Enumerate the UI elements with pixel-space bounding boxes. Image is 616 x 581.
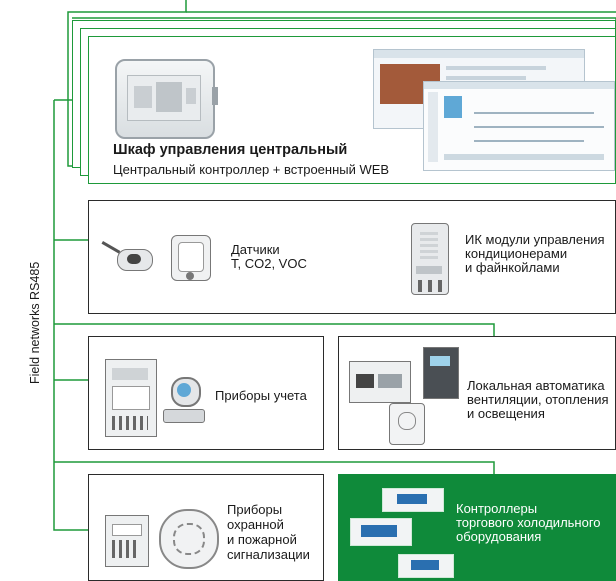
sensors-label-line2: T, CO2, VOC (231, 256, 307, 271)
thermostat-icon (389, 403, 425, 445)
ir-modules-line1: ИК модули управления (465, 232, 605, 247)
water-meter-icon (163, 377, 205, 437)
meters-box: Приборы учета (88, 336, 324, 450)
local-automation-line2: вентиляции, отопления (467, 392, 609, 407)
controller-icon-bottom (398, 554, 454, 578)
security-line2: охранной (227, 517, 284, 532)
smoke-detector-icon (159, 509, 219, 569)
central-subtitle: Центральный контроллер + встроенный WEB (113, 162, 390, 177)
network-label: Field networks RS485 (28, 261, 42, 384)
controller-icon-top (382, 488, 444, 512)
meters-label: Приборы учета (215, 388, 307, 403)
controller-icon-middle (350, 518, 412, 546)
refrigeration-line2: торгового холодильного (456, 515, 601, 530)
ventilation-controller-icon (423, 347, 459, 399)
room-sensor-icon (171, 235, 211, 281)
central-cabinet-box: Шкаф управления центральный Центральный … (88, 36, 616, 184)
duct-sensor-icon (101, 241, 153, 271)
web-interface-screenshot (423, 81, 615, 171)
automation-panel-icon (349, 361, 411, 403)
security-line4: сигнализации (227, 547, 310, 562)
ir-module-icon (411, 223, 449, 295)
refrigeration-line1: Контроллеры (456, 501, 538, 516)
electric-meter-icon (105, 359, 157, 437)
local-automation-line1: Локальная автоматика (467, 378, 605, 393)
security-line1: Приборы (227, 502, 283, 517)
security-line3: и пожарной (227, 532, 297, 547)
ir-modules-line3: и файнкойлами (465, 260, 560, 275)
local-automation-line3: и освещения (467, 406, 545, 421)
refrigeration-panel: Контроллеры торгового холодильного обору… (338, 474, 616, 581)
central-title: Шкаф управления центральный (113, 142, 348, 158)
security-box: Приборы охранной и пожарной сигнализации (88, 474, 324, 581)
control-cabinet-image (115, 59, 218, 139)
ir-modules-line2: кондиционерами (465, 246, 568, 261)
refrigeration-line3: оборудования (456, 529, 542, 544)
sensors-label-line1: Датчики (231, 242, 280, 257)
security-panel-icon (105, 515, 149, 567)
local-automation-box: Локальная автоматика вентиляции, отоплен… (338, 336, 616, 450)
sensors-ir-box: Датчики T, CO2, VOC ИК модули управления… (88, 200, 616, 314)
